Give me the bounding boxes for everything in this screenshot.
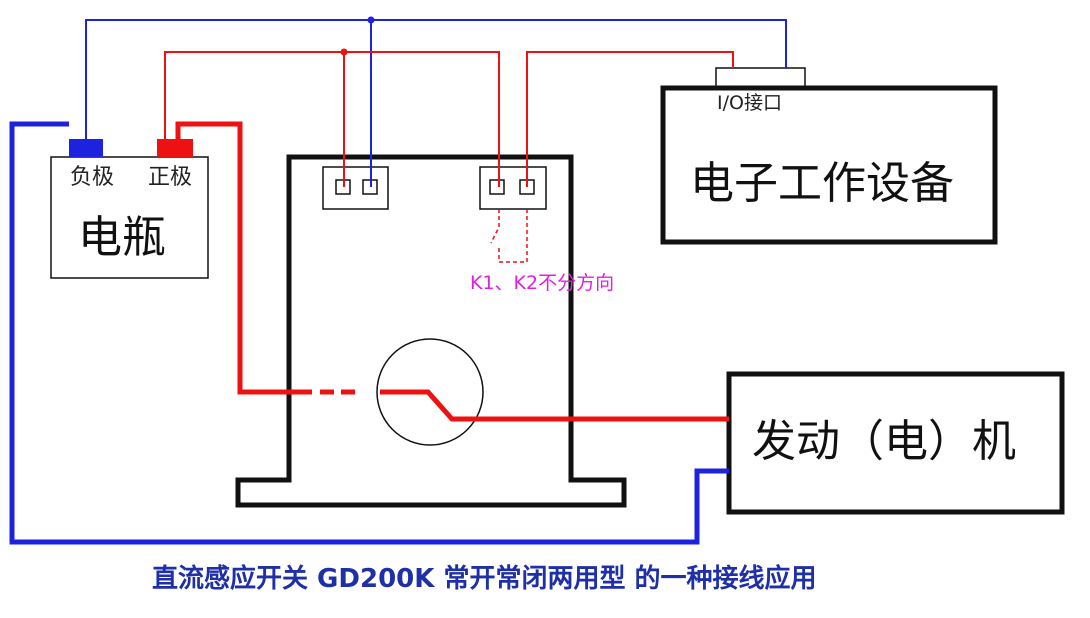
- terminal-block-right: [479, 166, 547, 210]
- device-name: 电子工作设备: [690, 158, 954, 209]
- diagram-caption: 直流感应开关 GD200K 常开常闭两用型 的一种接线应用: [152, 564, 817, 594]
- terminal-block-left: [322, 166, 389, 210]
- battery-positive-label: 正极: [148, 165, 193, 190]
- battery-negative-terminal: [69, 139, 103, 157]
- battery-box: [50, 156, 209, 279]
- motor-box: [726, 371, 1065, 515]
- power-wire-red: [175, 121, 312, 395]
- signal-wire-red: [164, 51, 500, 187]
- dashed-switch-contact: [490, 209, 528, 263]
- battery-negative-label: 负极: [70, 165, 115, 190]
- power-wire-red-through: [380, 389, 729, 422]
- device-io-label: I/O接口: [717, 92, 782, 114]
- signal-wire-red-io: [526, 51, 734, 187]
- device-box: [660, 85, 998, 245]
- signal-wire-blue: [85, 19, 787, 139]
- battery-name: 电瓶: [78, 212, 166, 263]
- direction-note: K1、K2不分方向: [470, 272, 615, 294]
- device-io-connector: [715, 67, 806, 89]
- motor-name: 发动（电）机: [752, 416, 1016, 467]
- red-junction-dot: [340, 48, 348, 56]
- power-wire-blue: [9, 121, 729, 545]
- blue-junction-dot: [367, 16, 375, 24]
- battery-positive-terminal: [157, 139, 193, 157]
- sensor-switch-body: [235, 154, 627, 508]
